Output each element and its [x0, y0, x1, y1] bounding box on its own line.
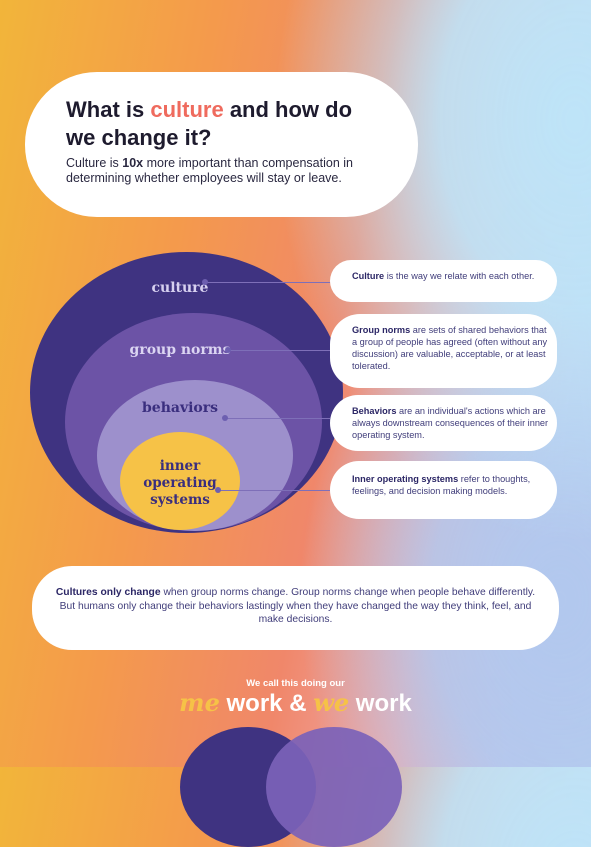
culture-label: culture — [151, 280, 209, 296]
connector-line — [228, 350, 330, 351]
connector-line — [218, 490, 330, 491]
definition-text: Inner operating systems refer to thought… — [352, 474, 531, 496]
we-work-circle — [266, 727, 402, 847]
definition-card-inner-operating-systems: Inner operating systems refer to thought… — [330, 461, 557, 519]
page-title: What is culture and how do we change it? — [66, 97, 353, 150]
footer-headline: me work & we work — [179, 688, 412, 717]
connector-line — [225, 418, 330, 419]
behaviors-label: behaviors — [142, 400, 218, 416]
page-subtitle: Culture is 10x more important than compe… — [66, 156, 353, 185]
connector-dot — [225, 347, 231, 353]
group-norms-label: group norms — [129, 342, 231, 358]
definition-card-behaviors: Behaviors are an individual's actions wh… — [330, 395, 557, 451]
connector-dot — [222, 415, 228, 421]
title-highlight: culture — [150, 97, 224, 122]
definition-text: Behaviors are an individual's actions wh… — [352, 406, 549, 440]
title-card: What is culture and how do we change it?… — [25, 72, 418, 217]
inner-operating-systems-label: inner operating systems — [143, 458, 217, 508]
footer-caption: We call this doing our — [246, 678, 345, 689]
summary-text: Cultures only change when group norms ch… — [55, 587, 536, 625]
definition-card-culture: Culture is the way we relate with each o… — [330, 260, 557, 302]
definition-text: Group norms are sets of shared behaviors… — [352, 325, 548, 371]
inner-operating-systems-circle — [120, 432, 240, 530]
summary-card: Cultures only change when group norms ch… — [32, 566, 559, 650]
definition-card-group-norms: Group norms are sets of shared behaviors… — [330, 314, 557, 388]
definition-text: Culture is the way we relate with each o… — [352, 271, 535, 281]
connector-dot — [215, 487, 221, 493]
connector-dot — [202, 279, 208, 285]
connector-line — [205, 282, 330, 283]
